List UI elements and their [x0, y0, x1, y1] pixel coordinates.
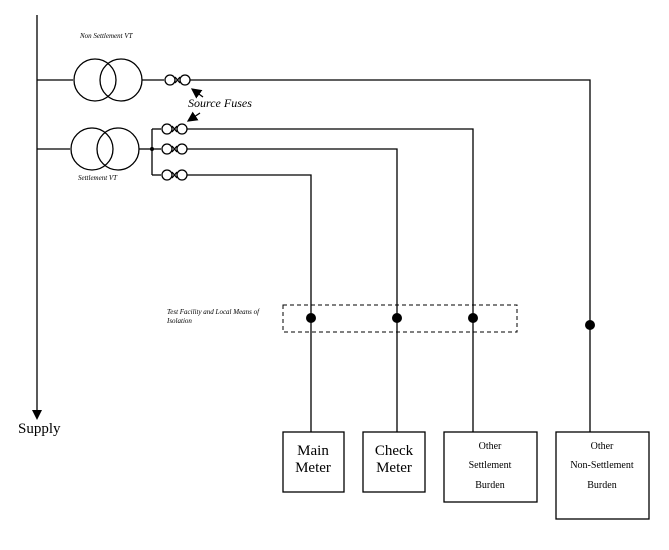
other-non-settlement-burden-box: Other Non-Settlement Burden	[555, 431, 650, 520]
box-label: Main	[297, 443, 329, 459]
source-fuses-label: Source Fuses	[188, 96, 252, 110]
fuse-icon	[164, 74, 191, 86]
box-label: Burden	[475, 480, 504, 491]
fuse-icon	[161, 169, 188, 181]
box-label: Other	[591, 441, 614, 452]
test-point	[585, 320, 595, 330]
other-settlement-circuit	[187, 128, 474, 432]
box-label: Other	[479, 441, 502, 452]
settlement-vt-label: Settlement VT	[78, 174, 118, 182]
main-meter-box: Main Meter	[282, 431, 345, 493]
other-settlement-burden-box: Other Settlement Burden	[443, 431, 538, 503]
box-label: Meter	[295, 460, 331, 476]
test-point	[392, 313, 402, 323]
test-facility-label: Test Facility and Local Means of	[167, 308, 260, 316]
non-settlement-vt-label: Non Settlement VT	[79, 32, 134, 40]
check-meter-circuit	[187, 148, 398, 432]
settlement-vt-transformer-icon	[70, 127, 140, 171]
box-label: Check	[375, 443, 414, 459]
check-meter-box: Check Meter	[362, 431, 426, 493]
test-facility-label-line2: Isolation	[166, 317, 192, 325]
fuse-icon	[161, 123, 188, 135]
arrow-icon	[186, 111, 201, 122]
supply-line	[32, 15, 42, 420]
box-label: Non-Settlement	[570, 460, 634, 471]
non-settlement-circuit	[190, 79, 591, 432]
supply-label: Supply	[18, 421, 61, 437]
arrow-icon	[190, 88, 204, 99]
box-label: Burden	[587, 480, 616, 491]
test-facility-box	[282, 304, 518, 333]
box-label: Meter	[376, 460, 412, 476]
test-point	[306, 313, 316, 323]
main-meter-circuit	[187, 174, 312, 432]
non-settlement-vt-transformer-icon	[73, 58, 143, 102]
test-point	[468, 313, 478, 323]
box-label: Settlement	[469, 460, 512, 471]
fuse-icon	[161, 143, 188, 155]
